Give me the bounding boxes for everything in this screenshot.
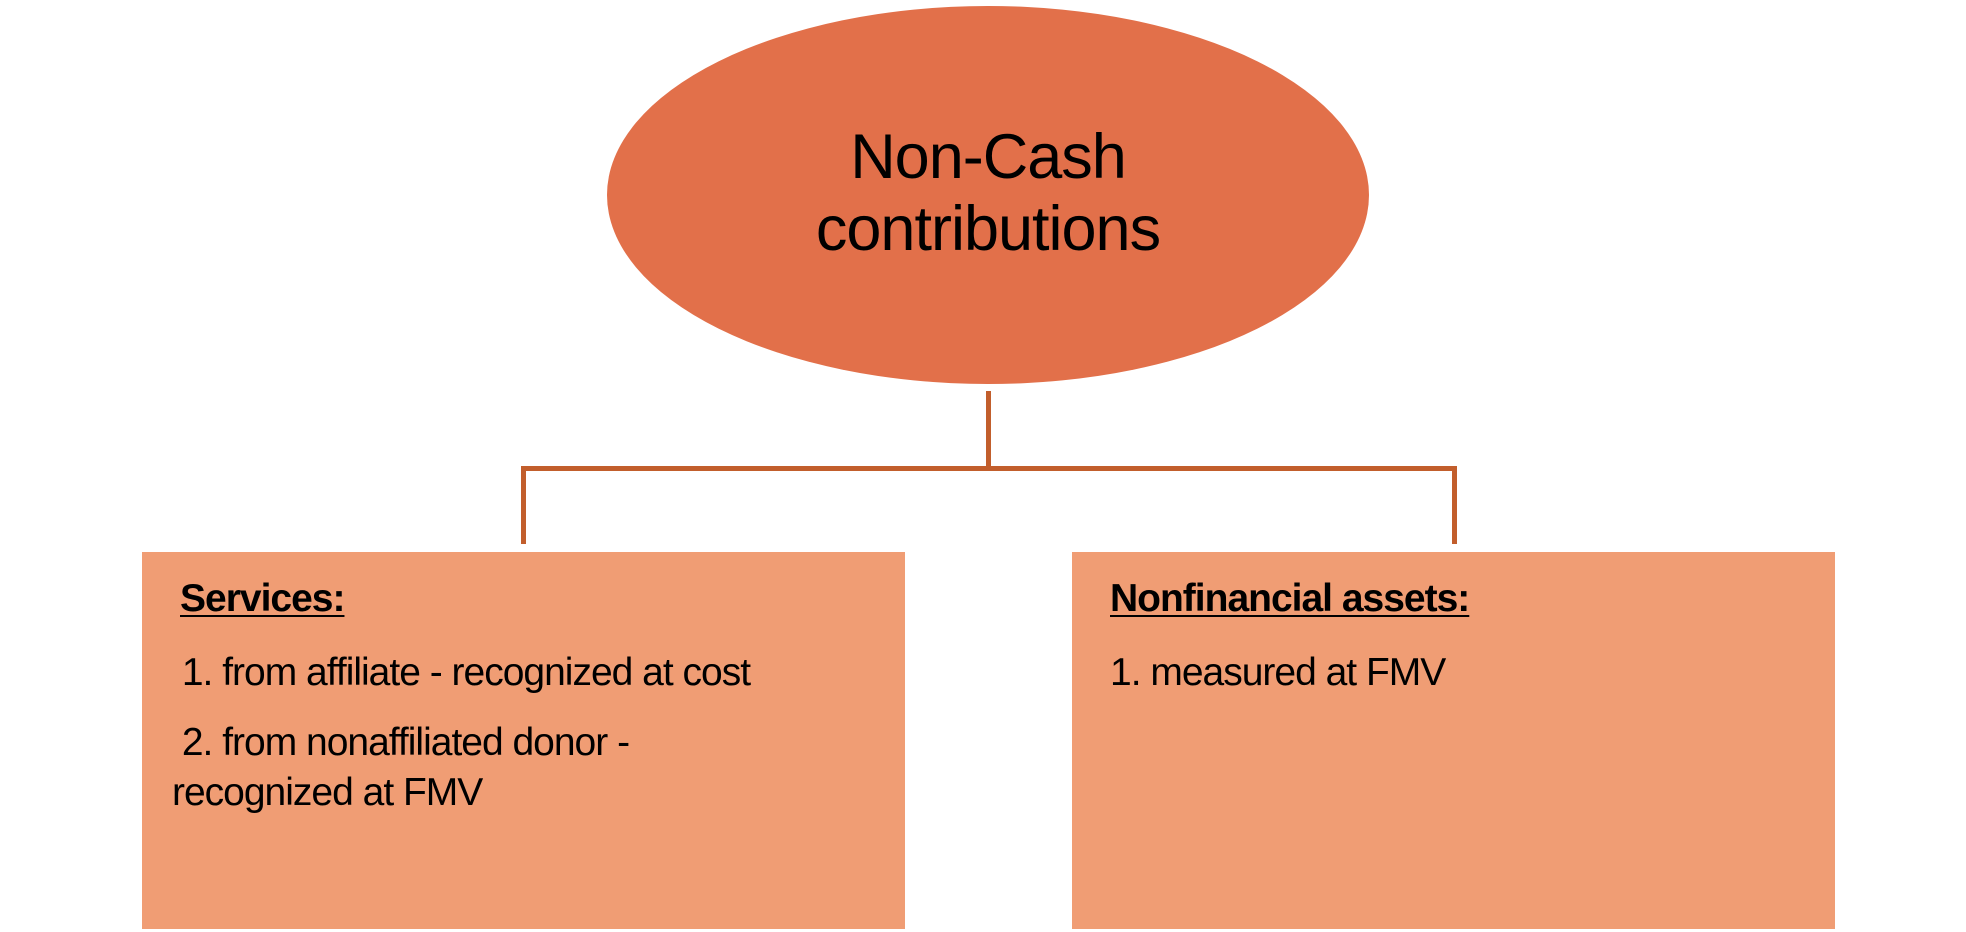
services-item-1: 1. from affiliate - recognized at cost (172, 651, 751, 694)
root-node-non-cash-contributions: Non-Cash contributions (607, 6, 1369, 384)
services-heading: Services: (180, 577, 345, 620)
child-node-services: Services: 1. from affiliate - recognized… (142, 552, 905, 929)
child-node-nonfinancial-assets: Nonfinancial assets: 1. measured at FMV (1072, 552, 1835, 929)
services-item-2-line-2: recognized at FMV (172, 771, 483, 814)
connector-right-drop (1452, 466, 1457, 544)
services-item-2-line-1: 2. from nonaffiliated donor - (172, 721, 630, 764)
nonfinancial-assets-item-1: 1. measured at FMV (1110, 651, 1446, 694)
connector-horizontal (521, 466, 1457, 471)
nonfinancial-assets-heading: Nonfinancial assets: (1110, 577, 1470, 620)
connector-stem (986, 391, 991, 471)
root-node-title-line-1: Non-Cash (850, 122, 1127, 192)
root-node-title-line-2: contributions (815, 194, 1161, 264)
connector-left-drop (521, 466, 526, 544)
